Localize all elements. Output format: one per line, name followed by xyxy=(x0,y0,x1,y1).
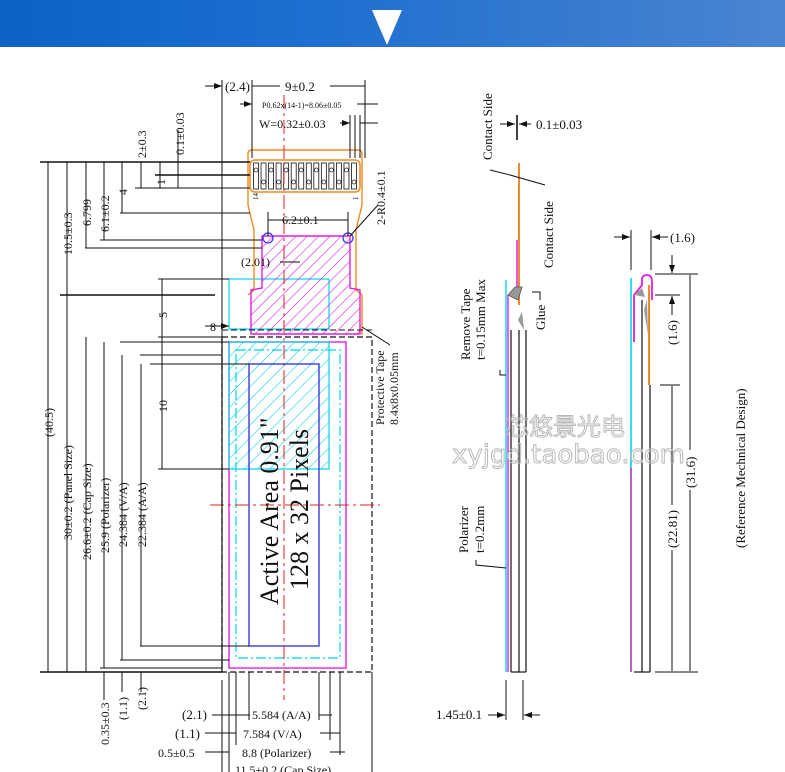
fpc-pin-hole xyxy=(344,167,349,173)
fpc-pin-hole xyxy=(313,167,319,173)
remove-tape-thickness: t=0.15mm Max xyxy=(473,279,488,360)
fpc-pin-hole xyxy=(329,167,334,173)
pin-first-label: 14 xyxy=(252,193,260,201)
fpc-pin-hole xyxy=(336,179,342,185)
contact-side-bottom-label: Contact Side xyxy=(541,201,556,268)
dim-10-5: 10.5±0.3 xyxy=(61,212,75,255)
dim-10: 10 xyxy=(156,400,170,412)
fpc-pin-hole xyxy=(253,167,259,173)
fpc-pin xyxy=(343,162,350,190)
stiffener-hatch xyxy=(250,235,361,335)
watermark-url: xyjgd.taobao.com xyxy=(452,440,685,470)
dim-offset-left: (2.4) xyxy=(225,79,250,94)
protective-tape-size: 8.4x8x0.05mm xyxy=(387,352,401,425)
reference-design-note: (Reference Mechnical Design) xyxy=(733,388,748,548)
dim-6-799: 6.799 xyxy=(80,199,94,226)
fpc-pin xyxy=(313,162,320,190)
dim-neck-width: 6.2±0.1 xyxy=(282,213,319,227)
front-view xyxy=(40,80,380,772)
dim-fpc-width: 9±0.2 xyxy=(285,79,315,94)
fpc-pin xyxy=(275,162,282,190)
fpc-pin xyxy=(305,162,312,190)
dim-0-35: 0.35±0.3 xyxy=(98,702,112,745)
side-view: Contact Side 0.1±0.03 Contact Side Remov… xyxy=(436,93,582,722)
dim-pol-width: 8.8 (Polarizer) xyxy=(242,746,311,760)
contact-side-top-label: Contact Side xyxy=(480,93,495,160)
dim-panel-size: 30±0.2 (Panel Size) xyxy=(61,445,75,540)
fpc-pin-hole xyxy=(261,179,266,185)
fpc-pin xyxy=(320,162,327,190)
dim-radius: 2-R0.4±0.1 xyxy=(374,170,388,225)
dim-aa-offset: (2.1) xyxy=(182,707,207,722)
fpc-thickness-label: 0.1±0.03 xyxy=(536,117,582,132)
dim-aa-width: 5.584 (A/A) xyxy=(252,708,311,722)
fpc-pin xyxy=(253,162,259,190)
dim-0-1: 0.1±0.03 xyxy=(173,112,187,155)
section-header-banner xyxy=(0,0,785,47)
cap-outline xyxy=(235,349,341,659)
fpc-pin-hole xyxy=(298,167,304,173)
top-dimension-lines xyxy=(205,80,378,672)
fpc-pin xyxy=(328,162,335,190)
fpc-pin-hole xyxy=(321,179,327,185)
fpc-pin-hole xyxy=(351,179,357,185)
active-area-label: Active Area 0.91" xyxy=(255,418,284,606)
protective-area-hatch xyxy=(228,341,330,470)
fpc-pin-hole xyxy=(306,179,312,185)
dim-va-width: 7.584 (V/A) xyxy=(243,727,302,741)
fpc-pin xyxy=(290,162,297,190)
dim-cap-width: 11.5±0.2 (Cap Size) xyxy=(235,763,331,772)
fpc-pin xyxy=(351,162,357,190)
polarizer-thickness: t=0.2mm xyxy=(472,506,487,553)
glue-label: Glue xyxy=(533,305,548,331)
fpc-height-label: (22.81) xyxy=(665,510,680,548)
dim-1-1: (1.1) xyxy=(116,697,130,720)
remove-tape-label: Remove Tape xyxy=(458,288,473,360)
dim-pitch: P0.62x(14-1)=8.06±0.05 xyxy=(262,101,341,110)
dim-8: 8 xyxy=(210,320,216,334)
dim-5: 5 xyxy=(156,312,170,318)
fpc-pin-hole xyxy=(291,179,297,185)
fpc-connector xyxy=(249,159,361,193)
bend-height-label: (1.6) xyxy=(665,320,680,345)
dim-pol-offset: 0.5±0.5 xyxy=(158,746,195,760)
down-triangle-icon xyxy=(372,10,402,45)
dim-va-offset: (1.1) xyxy=(175,726,200,741)
module-thickness-label: 1.45±0.1 xyxy=(436,707,482,722)
polarizer-label: Polarizer xyxy=(456,505,471,553)
dim-pad-width: W=0.32±0.03 xyxy=(259,117,326,131)
protective-tape-label: Protective Tape xyxy=(373,350,387,425)
pin-last-label: 1 xyxy=(352,196,360,200)
dim-1: 1 xyxy=(154,179,168,185)
dim-cap-size: 26.6±0.2 (Cap Size) xyxy=(80,463,94,560)
watermark-brand: 芯悠景光电 xyxy=(505,413,625,441)
fpc-pin xyxy=(336,162,342,190)
dim-aa: 22.384 (A/A) xyxy=(135,482,149,547)
left-dimension-lines xyxy=(40,130,262,700)
fpc-pin-hole xyxy=(268,167,274,173)
fpc-outline xyxy=(247,149,363,335)
fpc-pin xyxy=(298,162,305,190)
dim-6-1: 6.1±0.2 xyxy=(98,195,112,232)
pixel-resolution-label: 128 x 32 Pixels xyxy=(285,429,314,590)
bottom-dimension-lines xyxy=(205,672,373,772)
dim-polarizer: 25.9 (Polarizer) xyxy=(98,478,112,553)
dim-2: 2±0.3 xyxy=(135,130,149,158)
dim-va: 24.384 (V/A) xyxy=(116,482,130,547)
fpc-pin xyxy=(268,162,274,190)
front-leader-lines xyxy=(349,204,391,346)
dim-offset-2-01: (2.01) xyxy=(241,255,270,269)
bent-view: (1.6) (1.6) (31.6) (22.81) (Reference Me… xyxy=(614,230,748,673)
dim-2-1: (2.1) xyxy=(135,687,149,710)
total-height-label: (31.6) xyxy=(683,457,698,488)
dim-4: 4 xyxy=(116,189,130,195)
dim-40-5: (40.5) xyxy=(42,408,56,437)
bend-width-label: (1.6) xyxy=(670,230,695,245)
fpc-pin xyxy=(260,162,267,190)
front-view-labels: (2.4) 9±0.2 P0.62x(14-1)=8.06±0.05 W=0.3… xyxy=(42,79,401,772)
fpc-pin-hole xyxy=(276,179,281,185)
watermark: 芯悠景光电 xyjgd.taobao.com xyxy=(452,413,686,471)
